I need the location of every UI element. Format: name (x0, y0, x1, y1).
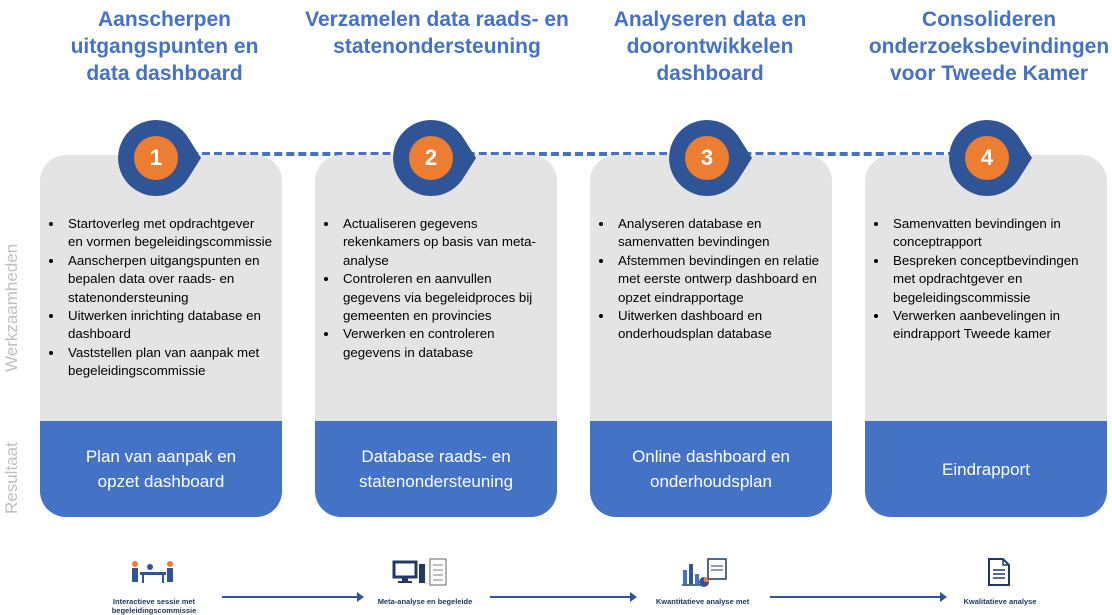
activity-item: Aanscherpen uitgangspunten en bepalen da… (64, 252, 272, 307)
phase-3-number: 3 (685, 136, 729, 180)
phase-4-number: 4 (965, 136, 1009, 180)
activity-item: Uitwerken inrichting database en dashboa… (64, 307, 272, 344)
activity-item: Afstemmen bevindingen en relatie met eer… (614, 252, 822, 307)
phase-3-activities: Analyseren database en samenvatten bevin… (594, 215, 822, 344)
flow-arrow-1 (222, 592, 364, 602)
document-icon (988, 558, 1010, 591)
phase-2-number: 2 (409, 136, 453, 180)
phase-1-result: Plan van aanpak en opzet dashboard (40, 421, 282, 517)
phase-1-title: Aanscherpen uitgangspunten en data dashb… (70, 8, 259, 85)
meeting-icon (130, 558, 178, 589)
activity-item: Samenvatten bevindingen in conceptrappor… (889, 215, 1097, 252)
method-4-caption: Kwalitatieve analyse (963, 597, 1037, 606)
phase-4-activities: Samenvatten bevindingen in conceptrappor… (869, 215, 1097, 344)
phase-3-card: Analyseren database en samenvatten bevin… (590, 155, 832, 517)
activity-item: Verwerken aanbevelingen in eindrapport T… (889, 307, 1097, 344)
chart-report-icon (682, 558, 730, 593)
phase-4-marker: 4 (941, 112, 1033, 204)
activity-item: Controleren en aanvullen gegevens via be… (339, 270, 547, 325)
activity-item: Bespreken conceptbevindingen met opdrach… (889, 252, 1097, 307)
flow-arrow-2 (490, 592, 637, 602)
activities-side-label: Werkzaamheden (2, 243, 21, 372)
phase-2-result-text: Database raads- en statenondersteuning (358, 447, 514, 491)
activity-item: Actualiseren gegevens rekenkamers op bas… (339, 215, 547, 270)
method-1-caption: Interactieve sessie met begeleidingscomm… (111, 597, 197, 615)
phase-4-title: Consolideren onderzoeksbevindingen voor … (868, 8, 1110, 85)
phase-2-result: Database raads- en statenondersteuning (315, 421, 557, 517)
activity-item: Verwerken en controleren gegevens in dat… (339, 325, 547, 362)
method-2-caption: Meta-analyse en begeleide (377, 597, 473, 606)
timeline-dashed-connector (190, 152, 980, 156)
activity-item: Vaststellen plan van aanpak met begeleid… (64, 344, 272, 381)
phase-1-activities: Startoverleg met opdrachtgever en vormen… (44, 215, 272, 381)
activity-item: Startoverleg met opdrachtgever en vormen… (64, 215, 272, 252)
phase-1-marker: 1 (110, 112, 202, 204)
phase-4-result-text: Eindrapport (942, 459, 1030, 479)
phase-4-result: Eindrapport (865, 421, 1107, 517)
phase-2-title: Verzamelen data raads- en statenonderste… (305, 8, 569, 58)
phase-2-card: Actualiseren gegevens rekenkamers op bas… (315, 155, 557, 517)
activity-item: Analyseren database en samenvatten bevin… (614, 215, 822, 252)
phase-3-marker: 3 (661, 112, 753, 204)
phase-3-result-text: Online dashboard en onderhoudsplan (632, 447, 790, 491)
result-side-label: Resultaat (2, 442, 21, 514)
phase-2-activities: Actualiseren gegevens rekenkamers op bas… (319, 215, 547, 362)
phase-1-result-text: Plan van aanpak en opzet dashboard (85, 447, 237, 491)
phase-3-title: Analyseren data en doorontwikkelen dashb… (613, 8, 807, 85)
activity-item: Uitwerken dashboard en onderhoudsplan da… (614, 307, 822, 344)
phase-2-marker: 2 (385, 112, 477, 204)
flow-arrow-3 (770, 592, 947, 602)
computer-checklist-icon (392, 558, 448, 593)
phase-1-card: Startoverleg met opdrachtgever en vormen… (40, 155, 282, 517)
method-3-caption: Kwantitatieve analyse met (655, 597, 750, 606)
phase-1-number: 1 (134, 136, 178, 180)
phase-4-card: Samenvatten bevindingen in conceptrappor… (865, 155, 1107, 517)
phase-3-result: Online dashboard en onderhoudsplan (590, 421, 832, 517)
